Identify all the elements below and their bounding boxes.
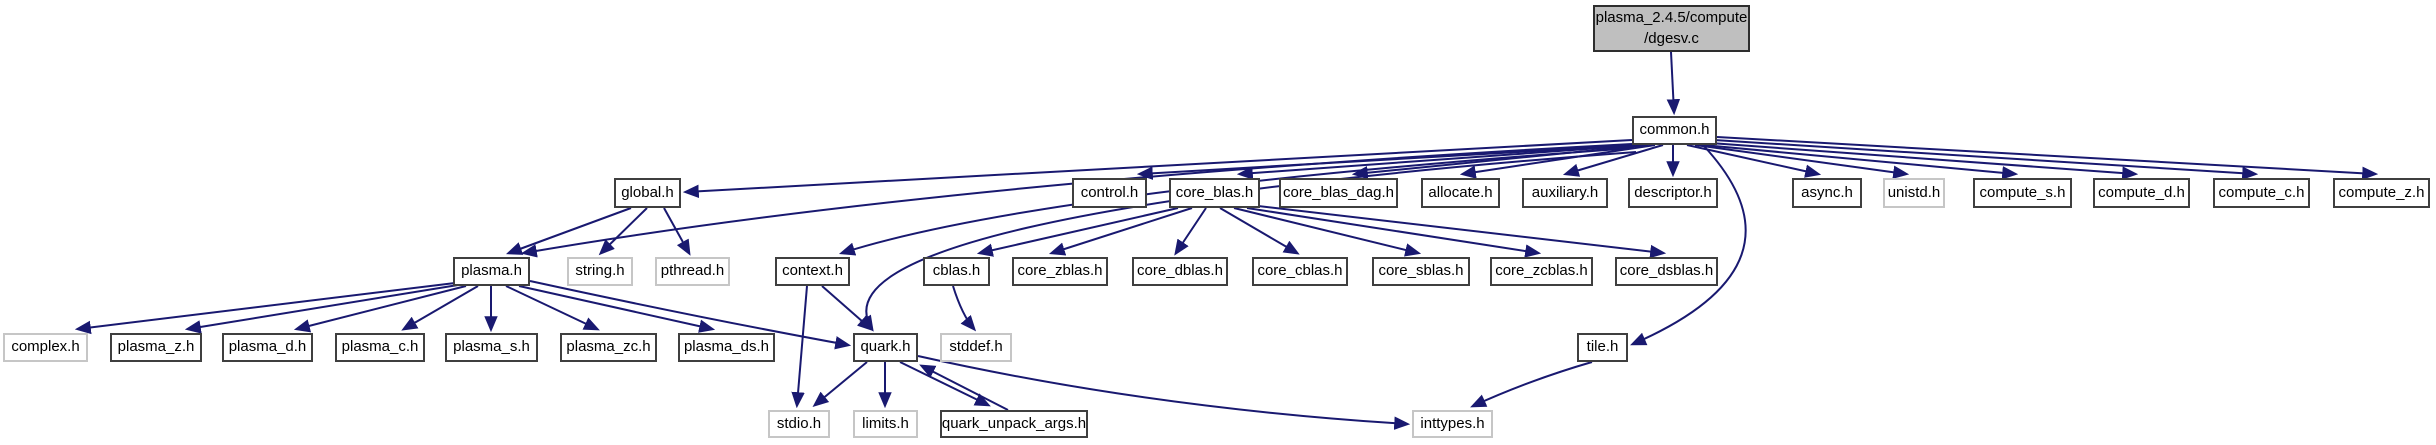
edge-quark-quark_unpack_args — [899, 361, 991, 407]
edge-core_blas-core_dblas — [1174, 207, 1207, 256]
node-stdio[interactable]: stdio.h — [768, 410, 830, 438]
node-dgesv[interactable]: plasma_2.4.5/compute /dgesv.c — [1593, 5, 1750, 52]
edge-plasma-complex — [74, 282, 456, 335]
node-core_dsblas[interactable]: core_dsblas.h — [1615, 257, 1718, 286]
node-stddef[interactable]: stddef.h — [940, 333, 1012, 362]
node-plasma_z[interactable]: plasma_z.h — [110, 333, 202, 362]
edge-common-tile — [1630, 144, 1747, 346]
node-context[interactable]: context.h — [775, 257, 850, 286]
node-complex[interactable]: complex.h — [3, 333, 88, 362]
edge-common-core_blas — [1236, 144, 1643, 180]
edge-core_blas-core_zcblas — [1246, 207, 1542, 258]
edge-plasma-plasma_z — [184, 284, 459, 334]
node-pthread[interactable]: pthread.h — [655, 257, 730, 286]
edge-quark_unpack_args-quark — [919, 364, 1009, 411]
node-compute_d[interactable]: compute_d.h — [2093, 178, 2190, 208]
edge-dgesv-common — [1666, 51, 1681, 116]
edge-context-quark — [821, 285, 874, 332]
node-global[interactable]: global.h — [614, 178, 681, 208]
edge-global-plasma — [505, 207, 632, 255]
node-control[interactable]: control.h — [1072, 178, 1147, 208]
node-plasma_s[interactable]: plasma_s.h — [445, 333, 538, 362]
edge-common-compute_c — [1713, 139, 2259, 180]
edge-plasma-plasma_d — [293, 285, 467, 333]
node-plasma_d[interactable]: plasma_d.h — [222, 333, 313, 362]
edge-common-plasma — [520, 143, 1633, 258]
edge-plasma-quark — [529, 280, 852, 350]
node-plasma_zc[interactable]: plasma_zc.h — [560, 333, 657, 362]
edge-quark-stdio — [812, 361, 868, 408]
edge-common-global — [682, 139, 1633, 199]
node-allocate[interactable]: allocate.h — [1421, 178, 1500, 208]
edge-core_blas-core_sblas — [1233, 207, 1422, 257]
edge-global-string — [598, 207, 648, 256]
node-core_cblas[interactable]: core_cblas.h — [1252, 257, 1348, 286]
edge-core_blas-cblas — [976, 207, 1179, 257]
node-plasma_ds[interactable]: plasma_ds.h — [678, 333, 775, 362]
edge-core_blas-core_zblas — [1048, 207, 1193, 256]
edge-global-pthread — [663, 207, 691, 256]
edge-common-unistd — [1694, 144, 1910, 179]
edge-cblas-stddef — [952, 285, 977, 332]
node-quark[interactable]: quark.h — [853, 333, 918, 362]
node-core_blas_dag[interactable]: core_blas_dag.h — [1279, 178, 1398, 208]
node-inttypes[interactable]: inttypes.h — [1412, 410, 1493, 438]
node-cblas[interactable]: cblas.h — [923, 257, 990, 286]
node-compute_z[interactable]: compute_z.h — [2333, 178, 2430, 208]
node-compute_c[interactable]: compute_c.h — [2213, 178, 2310, 208]
edge-common-async — [1686, 144, 1822, 178]
node-core_sblas[interactable]: core_sblas.h — [1372, 257, 1470, 286]
edge-common-control — [1136, 144, 1639, 180]
node-plasma_c[interactable]: plasma_c.h — [335, 333, 425, 362]
edge-context-stdio — [791, 285, 808, 409]
edge-common-compute_z — [1716, 136, 2379, 180]
node-core_zcblas[interactable]: core_zcblas.h — [1490, 257, 1593, 286]
node-quark_unpack_args[interactable]: quark_unpack_args.h — [940, 410, 1088, 438]
node-plasma[interactable]: plasma.h — [453, 257, 530, 286]
edge-core_blas-core_dsblas — [1257, 205, 1667, 259]
node-common[interactable]: common.h — [1632, 116, 1717, 145]
edge-common-compute_d — [1709, 142, 2139, 180]
edge-plasma-plasma_zc — [505, 285, 600, 331]
edge-common-allocate — [1459, 144, 1656, 179]
node-unistd[interactable]: unistd.h — [1883, 178, 1945, 208]
node-string[interactable]: string.h — [567, 257, 633, 286]
edge-common-auxiliary — [1562, 144, 1664, 177]
edge-common-compute_s — [1702, 144, 2019, 180]
edge-plasma-plasma_ds — [518, 285, 716, 333]
node-tile[interactable]: tile.h — [1577, 333, 1628, 362]
edge-tile-inttypes — [1470, 361, 1593, 408]
node-core_dblas[interactable]: core_dblas.h — [1132, 257, 1228, 286]
edge-common-quark — [859, 151, 1637, 332]
node-core_blas[interactable]: core_blas.h — [1169, 178, 1260, 208]
edge-common-core_blas_dag — [1351, 144, 1649, 180]
node-async[interactable]: async.h — [1792, 178, 1862, 208]
edge-quark-inttypes — [917, 355, 1411, 430]
node-core_zblas[interactable]: core_zblas.h — [1012, 257, 1108, 286]
node-compute_s[interactable]: compute_s.h — [1973, 178, 2072, 208]
edge-plasma-plasma_c — [401, 285, 479, 331]
node-auxiliary[interactable]: auxiliary.h — [1522, 178, 1608, 208]
node-limits[interactable]: limits.h — [853, 410, 918, 438]
node-descriptor[interactable]: descriptor.h — [1628, 178, 1718, 208]
edge-core_blas-core_cblas — [1219, 207, 1300, 255]
